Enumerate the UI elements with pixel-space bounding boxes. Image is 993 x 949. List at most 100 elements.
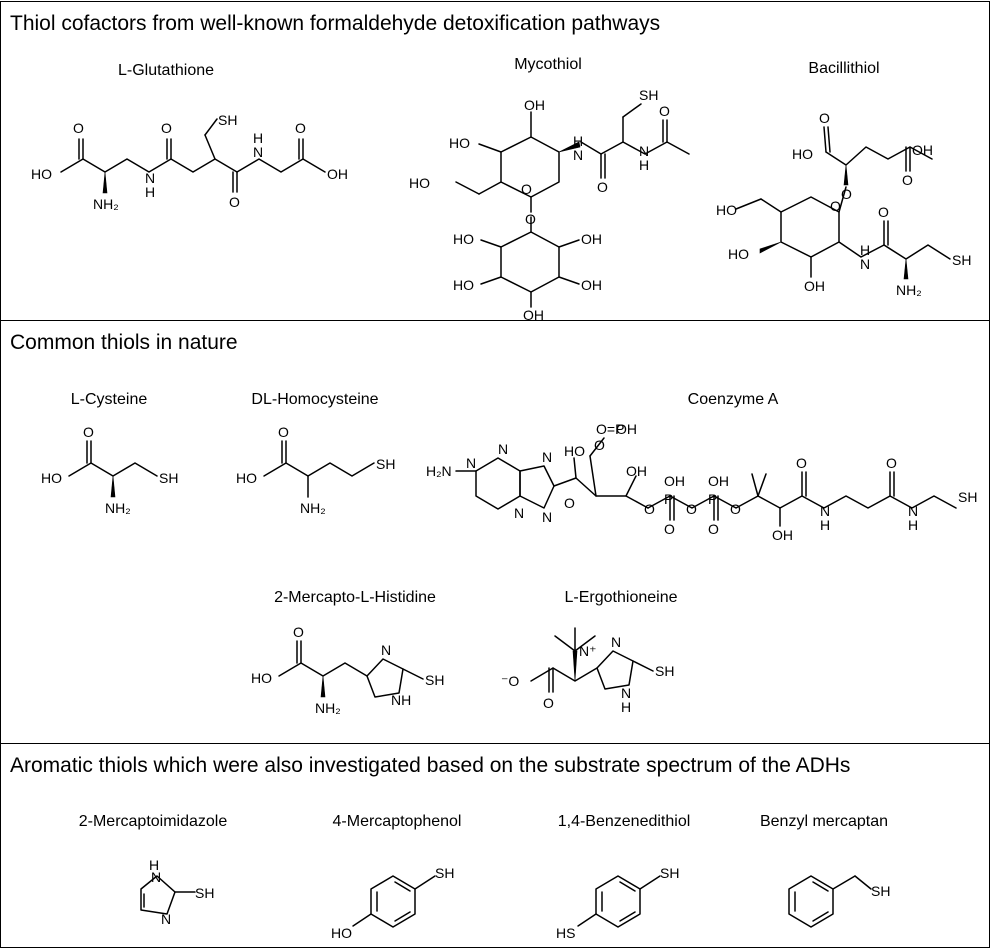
atom-label: NH₂ [93, 196, 119, 212]
atom-label: O [83, 424, 94, 440]
atom-label: ⁻O [501, 673, 519, 689]
atom-label: O [796, 455, 807, 471]
atom-label: O [594, 437, 605, 453]
atom-label: H [149, 857, 159, 873]
atom-label: H [145, 184, 155, 200]
atom-label: SH [376, 456, 395, 472]
atom-label: HO [564, 443, 585, 459]
atom-label: SH [218, 112, 237, 128]
atom-label: N [621, 685, 631, 701]
compound-name-homocysteine: DL-Homocysteine [251, 391, 379, 408]
atom-label: N [908, 503, 918, 519]
atom-label: NH₂ [896, 282, 922, 298]
atom-label: N [381, 642, 391, 658]
atom-label: SH [871, 883, 890, 899]
atom-label: O [902, 172, 913, 188]
atom-label: HO [453, 277, 474, 293]
atom-label: HO [251, 670, 272, 686]
panel-aromatic-thiols: Aromatic thiols which were also investig… [0, 743, 990, 948]
atom-label: SH [435, 865, 454, 881]
atom-label: SH [655, 663, 674, 679]
compound-name-mycothiol: Mycothiol [514, 56, 582, 73]
atom-label: O [686, 501, 697, 517]
atom-label: H [639, 157, 649, 173]
atom-label: OH [616, 421, 637, 437]
atom-label: O [543, 695, 554, 711]
atom-label: O [644, 501, 655, 517]
atom-label: O [161, 120, 172, 136]
atom-label: O=P [596, 421, 624, 437]
atom-label: H [621, 699, 631, 715]
atom-label: O [841, 186, 852, 202]
atom-label: P [664, 491, 673, 507]
atom-label: O [597, 179, 608, 195]
atom-label: HO [331, 925, 352, 941]
atom-label: SH [660, 865, 679, 881]
atom-label: NH₂ [315, 700, 341, 716]
atom-label: HO [31, 166, 52, 182]
structure-glutathione: O O O O HO OH NH₂ SH N H N H [31, 112, 348, 212]
panel-title: Aromatic thiols which were also investig… [10, 754, 851, 777]
atom-label: N [151, 869, 161, 885]
atom-label: OH [523, 307, 544, 323]
atom-label: N [820, 503, 830, 519]
structure-mycothiol: HO OH HO O O H N O SH N H O HO OH HO OH … [409, 87, 690, 323]
atom-label: HO [792, 146, 813, 162]
atom-label: HO [449, 135, 470, 151]
atom-label: SH [952, 252, 971, 268]
atom-label: OH [708, 473, 729, 489]
atom-label: N [253, 144, 263, 160]
atom-label: H₂N [426, 463, 452, 479]
atom-label: SH [195, 885, 214, 901]
structure-mercaptoimidazole: H N N SH [140, 857, 214, 927]
atom-label: N [514, 505, 524, 521]
compound-name-cysteine: L-Cysteine [70, 391, 148, 408]
structure-cysteine: O HO SH NH₂ [41, 424, 178, 516]
atom-label: O [664, 521, 675, 537]
atom-label: N [860, 256, 870, 272]
atom-label: N [466, 455, 476, 471]
compound-name-benzyl-mercaptan: Benzyl mercaptan [759, 813, 889, 830]
atom-label: OH [912, 142, 933, 158]
atom-label: N [611, 634, 621, 650]
structure-mercapto-histidine: O HO NH₂ N NH SH [251, 624, 444, 716]
compound-name-coenzyme-a: Coenzyme A [687, 391, 779, 408]
compound-name-ergothioneine: L-Ergothioneine [564, 589, 678, 606]
atom-label: HO [453, 231, 474, 247]
compound-name-mercaptoimidazole: 2-Mercaptoimidazole [78, 813, 228, 830]
atom-label: NH [391, 692, 411, 708]
atom-label: O [878, 204, 889, 220]
structure-benzenedithiol: SH HS [556, 865, 679, 941]
atom-label: N [542, 509, 552, 525]
structure-coenzyme-a: N N N N N H₂N O HO O=P OH O OH O P OH O … [426, 421, 977, 543]
compound-name-glutathione: L-Glutathione [117, 62, 215, 79]
panel-thiol-cofactors: Thiol cofactors from well-known formalde… [0, 1, 990, 323]
atom-label: NH₂ [105, 500, 131, 516]
panel-title: Thiol cofactors from well-known formalde… [10, 12, 661, 35]
atom-label: N [161, 911, 171, 927]
atom-label: O [73, 120, 84, 136]
atom-label: OH [581, 277, 602, 293]
atom-label: N [639, 143, 649, 159]
atom-label: H [908, 517, 918, 533]
atom-label: SH [639, 87, 658, 103]
atom-label: O [886, 455, 897, 471]
compound-name-bacillithiol: Bacillithiol [808, 60, 880, 77]
atom-label: OH [581, 231, 602, 247]
atom-label: O [293, 624, 304, 640]
atom-label: N [573, 147, 583, 163]
structure-ergothioneine: N⁺ ⁻O O N N H SH [501, 627, 674, 715]
atom-label: HO [41, 470, 62, 486]
structure-bacillithiol: O HO OH O O O HO HO OH N H O SH NH₂ [716, 110, 971, 298]
atom-label: OH [804, 278, 825, 294]
atom-label: O [521, 181, 532, 197]
atom-label: SH [159, 470, 178, 486]
atom-label: H [860, 242, 870, 258]
atom-label: HS [556, 925, 575, 941]
atom-label: O [295, 120, 306, 136]
atom-label: O [278, 424, 289, 440]
atom-label: P [708, 491, 717, 507]
atom-label: OH [524, 97, 545, 113]
structure-homocysteine: O HO SH NH₂ [236, 424, 395, 516]
atom-label: O [659, 103, 670, 119]
